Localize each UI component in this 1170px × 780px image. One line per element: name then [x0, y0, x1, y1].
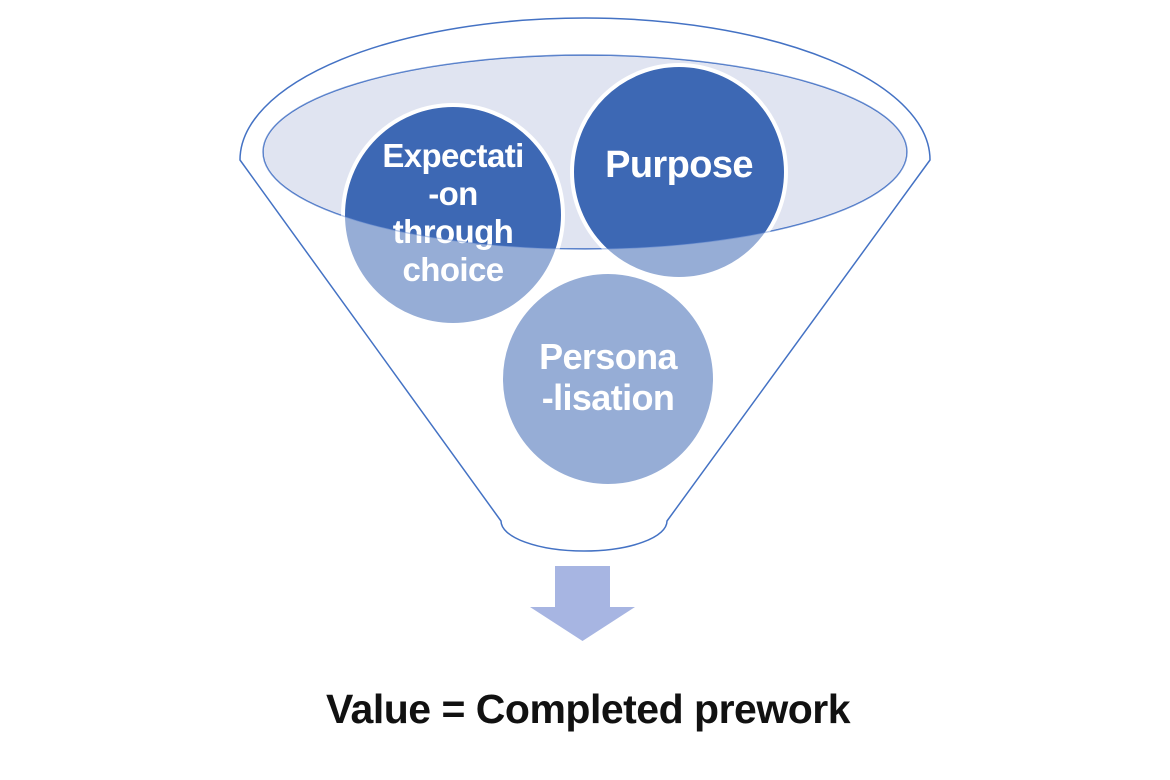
funnel-outline: [239, 17, 931, 552]
personalisation-line-1: Persona: [539, 336, 678, 377]
funnel-item-circle-expectation: [341, 103, 565, 327]
expectation-line-1: Expectati: [382, 137, 523, 174]
purpose-line-1: Purpose: [605, 144, 753, 186]
funnel-bowl-ellipse-overlay-stroke: [262, 54, 908, 250]
expectation-line-3: through: [393, 213, 513, 250]
funnel-item-circle-personalisation: [499, 270, 717, 488]
expectation-line-2: -on: [428, 175, 478, 212]
funnel-item-label-expectation: Expectati -on through choice: [382, 137, 524, 288]
down-arrow-icon: [530, 566, 635, 641]
funnel-bowl-ellipse-stroke: [262, 54, 908, 250]
funnel-item-label-purpose: Purpose: [605, 144, 753, 186]
expectation-line-4: choice: [403, 251, 504, 288]
funnel-item-label-personalisation: Persona -lisation: [539, 336, 679, 418]
funnel-item-circle-purpose: [570, 63, 788, 281]
caption: Value = Completed prework: [326, 686, 851, 732]
personalisation-line-2: -lisation: [542, 377, 675, 418]
